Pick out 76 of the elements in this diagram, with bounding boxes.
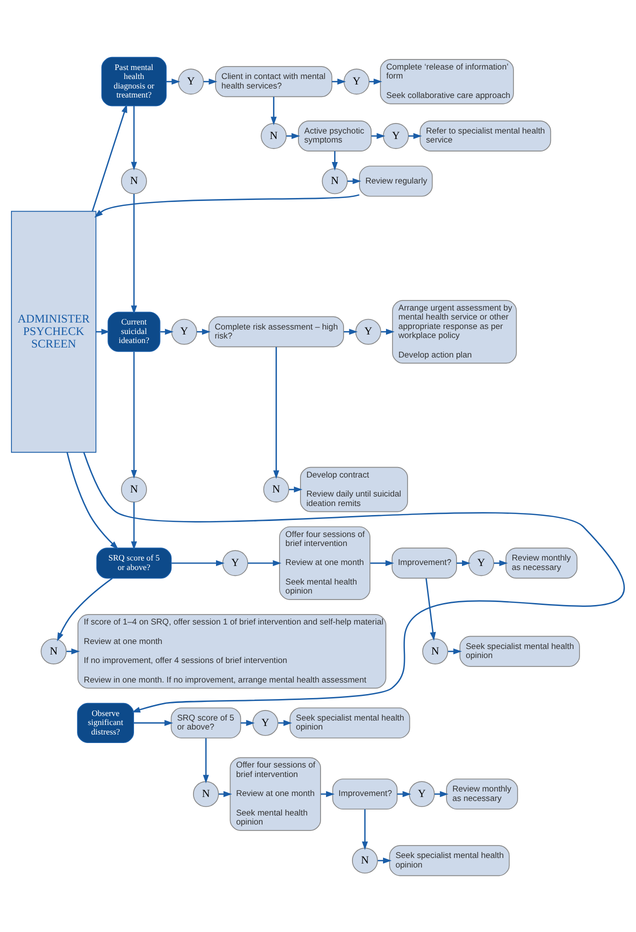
arrow [270,96,277,125]
arrow [131,351,137,478]
node-box: Review regularly [359,165,433,196]
node-box: Complete risk assessment – high risk? [208,316,344,347]
node-box: Active psychotic symptoms [298,120,372,151]
node-circle: Y [252,709,278,736]
node-circle: Y [468,550,494,576]
node-box: Observe significant distress? [77,702,134,743]
arrow [172,560,225,566]
arrow [381,328,395,334]
arrow [248,560,282,566]
node-box: Review monthly as necessary [505,547,578,578]
arrow [96,328,110,334]
node-circle: N [322,168,348,194]
node-box: SRQ score of 5 or above? [170,706,242,738]
node-box: Develop contract Review daily until suicidal ideation remits [300,466,408,512]
arrow [131,502,137,550]
node-circle: N [40,638,67,664]
arrow [57,577,113,641]
arrow [94,194,360,218]
arrow [370,560,394,566]
arrow [131,193,137,314]
arrow [196,328,211,334]
arrow [160,328,174,334]
node-box: ADMINISTER PSYCHECK SCREEN [10,210,96,452]
node-box: Improvement? [332,778,398,810]
arrow [332,78,346,84]
node-circle: N [192,780,219,807]
node-box: Client in contact with mental health services? [215,66,332,97]
node-circle: Y [344,68,370,94]
node-circle: N [121,476,147,502]
arrow [425,578,436,640]
arrow [448,648,462,654]
node-box: Review monthly as necessary [446,778,518,810]
node-circle: N [260,122,287,148]
arrow [204,78,218,84]
arrow [66,648,80,654]
arrow [378,857,392,864]
node-box: Offer four sessions of brief intervention Review at one month Seek mental health opinion [230,756,321,830]
arrow [369,78,382,84]
node-circle: Y [171,318,198,344]
arrow [92,104,128,211]
arrow [202,738,209,783]
node-box: Complete ‘release of information’ form Seek collaborative care approach [380,58,514,104]
node-box: SRQ score of 5 or above? [96,547,172,578]
node-circle: Y [355,318,382,344]
node-box: Seek specialist mental health opinion [459,635,580,666]
arrow [66,452,118,549]
arrow [362,808,368,850]
arrow [166,78,180,84]
node-box: If score of 1–4 on SRQ, offer session 1 of brief intervention and self-help material Review at one month If no improvement, offer 4 sessions of brief intervention Review in one month. If no improvement, arrange mental health assessment [78,614,386,688]
node-circle: N [352,847,378,874]
arrow [332,150,338,170]
node-box: Arrange urgent assessment by mental health service or other appropriate response as per workplace policy Develop action plan [392,300,517,364]
arrow [344,328,358,334]
node-circle: N [263,476,290,502]
arrow [131,105,137,170]
node-circle: Y [382,122,409,148]
node-box: Improvement? [392,547,457,578]
node-box: Current suicidal ideation? [108,311,160,352]
node-circle: Y [222,550,248,576]
node-circle: Y [408,780,435,807]
arrow [347,178,362,184]
node-circle: Y [178,68,204,94]
node-box: Offer four sessions of brief intervention Review at one month Seek mental health opinion [279,526,370,600]
arrow [273,346,280,478]
arrow [83,452,624,712]
node-circle: N [121,168,147,194]
node-box: Seek specialist mental health opinion [290,706,410,738]
arrow [456,560,471,566]
node-box: Refer to specialist mental health service [420,120,552,151]
arrow [134,719,174,726]
node-box: Past mental health diagnosis or treatment? [101,56,167,106]
arrow [494,560,508,566]
node-circle: N [422,638,448,664]
node-box: Seek specialist mental health opinion [389,844,510,876]
